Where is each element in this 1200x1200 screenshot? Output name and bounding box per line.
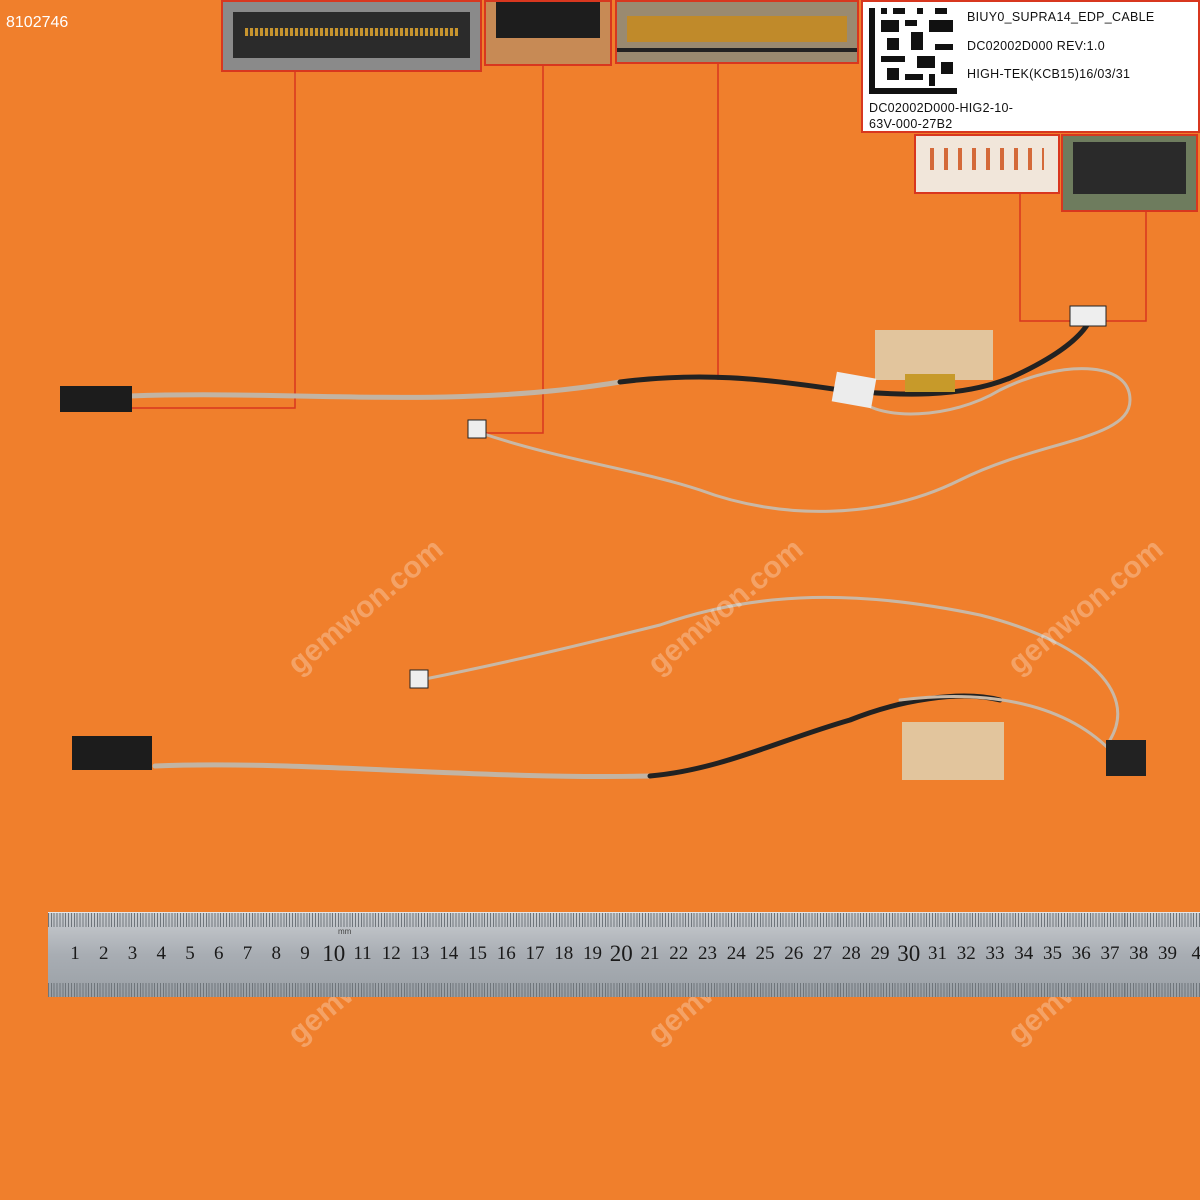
ruler-number: 10 (322, 941, 346, 966)
ruler-number: 13 (410, 943, 430, 964)
inset-socket (1061, 134, 1198, 212)
ruler-number: 28 (841, 943, 861, 964)
inset-edp-connector (221, 0, 482, 72)
ruler-number: 26 (784, 943, 804, 964)
ruler-number: 37 (1100, 943, 1120, 964)
ruler-number: 19 (583, 943, 602, 964)
ruler-number: 2 (99, 943, 109, 964)
ruler-number: 8 (271, 943, 282, 964)
ruler-number: 39 (1158, 943, 1177, 964)
ruler-number: 17 (525, 943, 545, 964)
ruler-number: 22 (669, 943, 689, 964)
ruler-number: 27 (813, 943, 832, 964)
ruler-number: 4 (156, 943, 167, 964)
inset-pin-header (914, 134, 1060, 194)
inset-board-connector (615, 0, 859, 64)
ruler-number: 38 (1129, 943, 1149, 964)
ruler-number: 31 (928, 943, 947, 964)
ruler-number: 20 (609, 941, 633, 966)
ruler-number: 5 (185, 943, 195, 964)
ruler-number: 33 (985, 943, 1005, 964)
ruler-number: 11 (353, 943, 372, 964)
ruler-number: 34 (1014, 943, 1034, 964)
ruler-number: 36 (1071, 943, 1091, 964)
ruler-number: 9 (300, 943, 310, 964)
tape-lower (902, 722, 1004, 780)
label-line-1: BIUY0_SUPRA14_EDP_CABLE (967, 10, 1155, 24)
cable-upper (127, 317, 1132, 513)
label-line-5: 63V-000-27B2 (869, 117, 953, 131)
inset-small-connector (484, 0, 612, 66)
ruler-number: 4 (1191, 943, 1200, 964)
ruler-number: 3 (127, 943, 138, 964)
ruler-number: 35 (1043, 943, 1062, 964)
ruler-number: 12 (381, 943, 401, 964)
cable-lower (152, 595, 1120, 780)
ruler-number: 21 (640, 943, 660, 964)
ruler-unit: mm (338, 927, 352, 936)
label-line-3: HIGH-TEK(KCB15)16/03/31 (967, 67, 1131, 81)
ruler-number: 1 (70, 943, 80, 964)
ruler-number: 29 (870, 943, 890, 964)
label-line-2: DC02002D000 REV:1.0 (967, 39, 1105, 53)
product-id: 8102746 (6, 14, 69, 31)
cable-label: BIUY0_SUPRA14_EDP_CABLE DC02002D000 REV:… (861, 0, 1200, 133)
ruler-number: 23 (698, 943, 717, 964)
ruler-number: 24 (726, 943, 746, 964)
ruler-number: 7 (242, 943, 253, 964)
edp-connector-lower (72, 736, 152, 770)
label-line-4: DC02002D000-HIG2-10- (869, 101, 1014, 115)
ruler-number: 6 (214, 943, 224, 964)
datamatrix-code (869, 8, 957, 94)
ruler-number: 32 (956, 943, 976, 964)
ruler-number: 30 (897, 941, 921, 966)
ruler-number: 25 (755, 943, 775, 964)
ruler-number: 18 (554, 943, 574, 964)
tape-upper (875, 330, 993, 380)
ruler-number: 14 (439, 943, 459, 964)
ruler-number: 15 (468, 943, 487, 964)
ruler-number: 16 (496, 943, 516, 964)
edp-connector-upper (60, 386, 132, 412)
